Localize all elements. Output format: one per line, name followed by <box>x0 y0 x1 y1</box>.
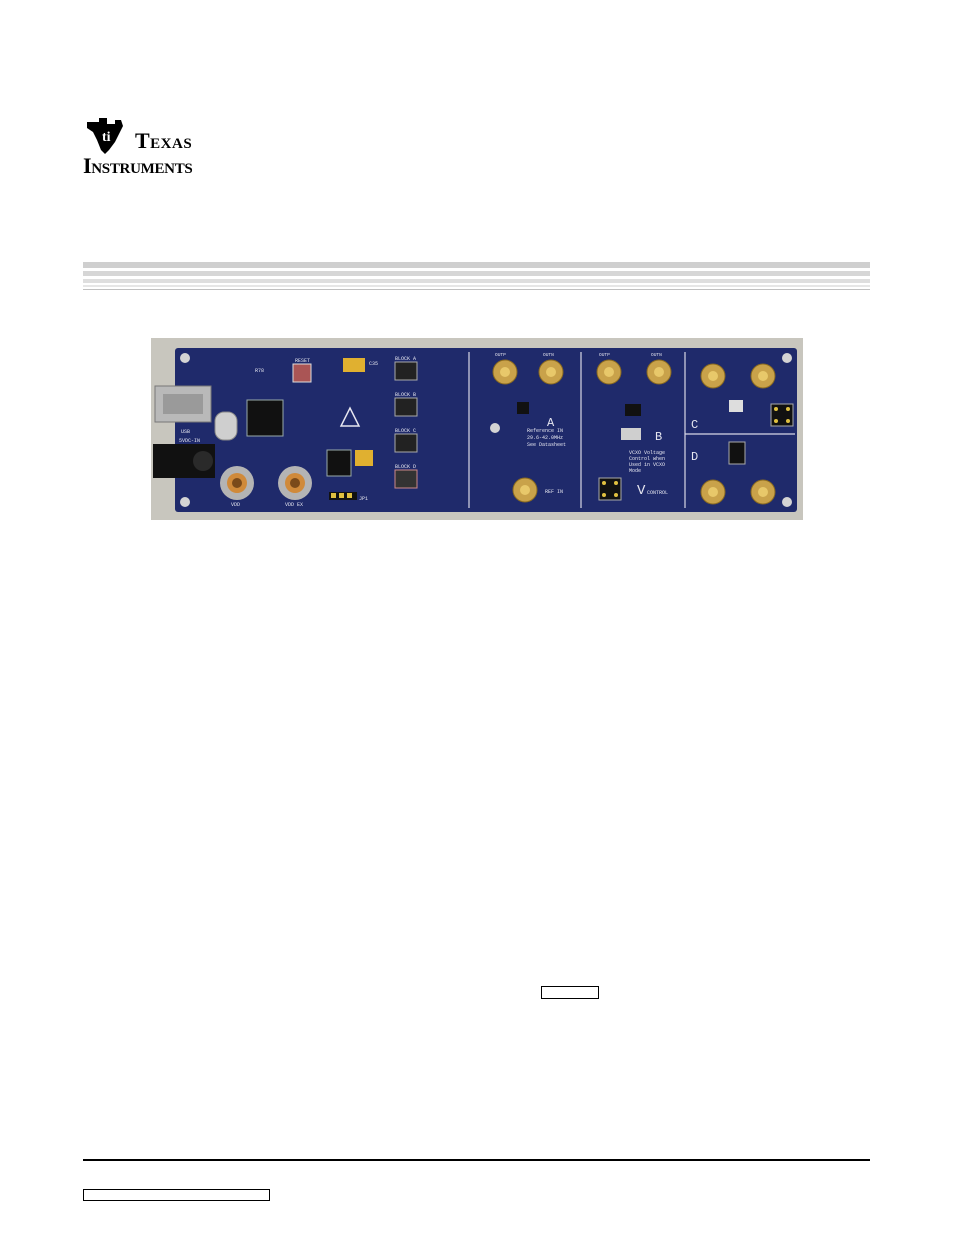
label-vdd: VDD <box>231 502 240 508</box>
label-ref-note: Reference IN <box>527 428 563 434</box>
ti-state-logo-icon: ti <box>87 118 123 154</box>
label-block-a: BLOCK A <box>395 356 416 362</box>
label-block-d: BLOCK D <box>395 464 416 470</box>
label-section-b: B <box>655 430 662 444</box>
label-c35: C35 <box>369 361 378 367</box>
label-vdd-ex: VDD EX <box>285 502 303 508</box>
label-ref-range: 29.6-42.0MHz <box>527 435 563 441</box>
label-vcxo-1: VCXO Voltage <box>629 450 665 456</box>
svg-text:ti: ti <box>102 130 111 145</box>
label-outn-a: OUTN <box>543 352 554 358</box>
evaluation-board-photo: USB 5VDC-IN RESET R78 C35 BLOCK A BLOCK … <box>151 338 803 520</box>
label-control-sub: CONTROL <box>647 490 668 496</box>
label-block-b: BLOCK B <box>395 392 416 398</box>
label-section-c: C <box>691 418 698 432</box>
label-outp-b: OUTP <box>599 352 610 358</box>
label-power-in: 5VDC-IN <box>179 438 200 444</box>
footer-rule <box>83 1159 870 1161</box>
label-vcxo-2: Control when <box>629 456 665 462</box>
label-outn-b: OUTN <box>651 352 662 358</box>
logo-text-instruments: Instruments <box>83 153 193 178</box>
label-outp-a: OUTP <box>495 352 506 358</box>
label-jp1: JP1 <box>359 496 368 502</box>
logo-text-texas: Texas <box>135 128 193 153</box>
label-reset: RESET <box>295 358 310 364</box>
label-ref-in: REF IN <box>545 489 563 495</box>
label-block-c: BLOCK C <box>395 428 416 434</box>
label-vcxo-3: Used in VCXO <box>629 462 665 468</box>
label-usb: USB <box>181 429 190 435</box>
label-r78: R78 <box>255 368 264 374</box>
microcontroller-chip <box>246 399 284 437</box>
header-rule <box>83 262 870 292</box>
label-section-d: D <box>691 450 698 464</box>
label-vcxo-4: Mode <box>629 468 641 474</box>
label-v-control: V <box>637 483 646 499</box>
label-ref-see: See Datasheet <box>527 442 566 448</box>
label-section-a: A <box>547 416 555 430</box>
empty-box <box>541 986 599 999</box>
texas-instruments-logo: ti Texas Instruments <box>83 116 255 178</box>
footer-empty-box <box>83 1189 270 1201</box>
